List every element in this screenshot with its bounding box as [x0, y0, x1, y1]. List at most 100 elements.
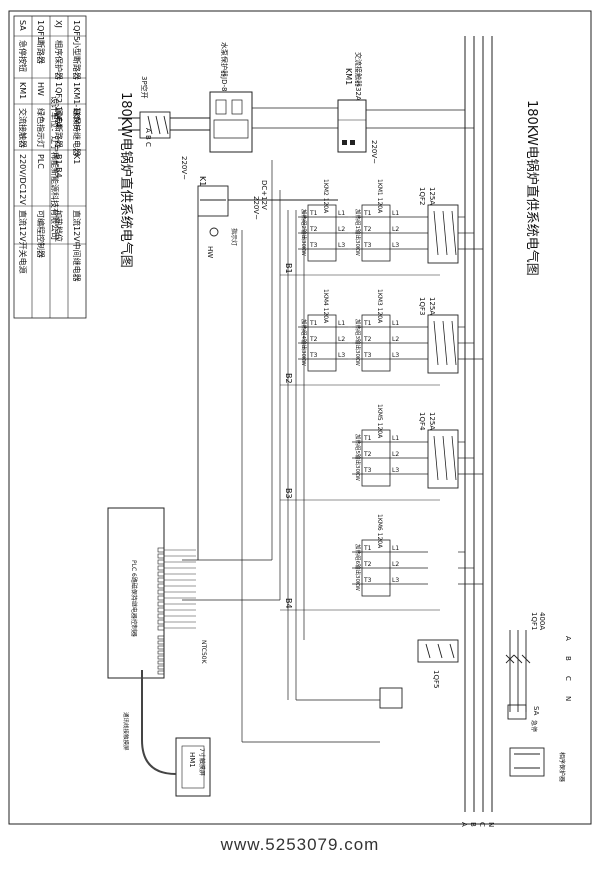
terminal-t: T2	[309, 336, 318, 343]
heater-output-label: 加热组5输出30KW	[354, 434, 362, 481]
title-right: 180KW电锅炉直供系统电气图	[524, 100, 540, 276]
breaker-pole	[442, 320, 448, 366]
plc-pin	[157, 640, 165, 645]
terminal-l: L2	[392, 226, 399, 233]
ntc-label: NTC50K	[200, 640, 207, 665]
terminal-t: T1	[309, 210, 318, 217]
sheet-border	[8, 10, 592, 825]
relay-label: 1KM6 120A	[376, 514, 383, 549]
hmi-touchscreen	[141, 670, 211, 797]
plc-pin	[157, 559, 165, 565]
breaker-pole	[433, 210, 439, 256]
pump-protector	[209, 91, 338, 153]
plc-pin	[157, 613, 165, 619]
km1-desc: 交流接触器32A	[354, 52, 363, 101]
3p-breaker	[118, 111, 210, 139]
breaker-label: 1QF4	[418, 412, 426, 431]
phase-label: B	[564, 656, 572, 661]
title-left: 180KW电锅炉直供系统电气图	[118, 92, 134, 268]
heat-level-label: B3	[284, 488, 293, 499]
plc-pin	[157, 577, 165, 583]
heat-level-label: B4	[284, 598, 293, 609]
watermark: www.5253079.com	[220, 835, 380, 854]
breaker-rating: 125A	[428, 412, 436, 430]
plc-pin	[157, 625, 165, 631]
qf1-main-breaker	[505, 630, 531, 712]
control-wires	[182, 160, 380, 743]
legend-name: 小型断路器	[72, 40, 82, 80]
terminal-l: L3	[392, 352, 399, 359]
terminal-t: T1	[363, 545, 372, 552]
terminal-t: T3	[363, 467, 372, 474]
plc-pin	[157, 655, 165, 660]
breaker-pole	[451, 320, 457, 366]
terminal-l: L2	[338, 226, 345, 233]
breaker-pole	[451, 210, 457, 256]
terminal-l: L2	[392, 451, 399, 458]
km1-contactor	[337, 99, 474, 153]
legend-name2: 漏电断路器	[54, 108, 64, 148]
hmi-label: HM1	[188, 752, 196, 768]
legend-code: XJ	[54, 20, 63, 28]
terminal-t: T3	[363, 242, 372, 249]
legend-code: 1QF5	[72, 20, 81, 41]
qf5-label: 1QF5	[432, 670, 440, 688]
heater-group	[280, 314, 483, 386]
heat-level-label: B2	[284, 373, 293, 384]
legend-name3: 加热档位	[54, 210, 64, 242]
plc-pin	[157, 635, 165, 640]
hw-label: HW	[206, 246, 214, 258]
terminal-t: T3	[363, 352, 372, 359]
plc-pin	[157, 660, 165, 665]
heat-level-label: B1	[284, 263, 293, 274]
heater-groups	[280, 204, 483, 611]
legend-code2: 1KM1-1KM6	[72, 82, 81, 130]
terminal-l: L2	[392, 336, 399, 343]
qf1-rating: 400A	[538, 612, 546, 630]
v220b-label: 220V~	[180, 156, 188, 180]
legend-code3: K1	[72, 154, 81, 164]
plc-pin	[157, 601, 165, 607]
breaker-block	[427, 314, 459, 374]
abc-label: A B C	[144, 128, 152, 147]
terminal-l: L1	[338, 320, 345, 327]
terminal-t: T1	[363, 435, 372, 442]
legend-code2: KM1	[18, 82, 27, 99]
terminal-t: T3	[309, 242, 318, 249]
legend-name: 断路器	[36, 40, 46, 64]
heater-output-label: 加热组2输出30KW	[300, 209, 308, 256]
heater-group	[280, 539, 483, 611]
terminal-l: L3	[392, 467, 399, 474]
terminal-l: L1	[392, 210, 399, 217]
busbar-label: A	[460, 822, 468, 827]
plc-pin	[157, 583, 165, 589]
breaker-pole	[442, 210, 448, 256]
legend-code2: HW	[36, 82, 45, 96]
switch-3p-label: 3P空开	[140, 76, 149, 99]
terminal-t: T1	[363, 320, 372, 327]
plc-pin	[157, 547, 165, 553]
v220-3-label: 220V~	[252, 196, 260, 220]
terminal-l: L3	[392, 577, 399, 584]
breaker-rating: 125A	[428, 297, 436, 315]
lamp-label: 指示灯	[230, 228, 238, 246]
legend-table	[13, 15, 87, 319]
terminal-l: L1	[392, 435, 399, 442]
plc-pin	[157, 650, 165, 655]
phase-protector-label: 相序保护器	[558, 752, 566, 782]
main-busbars	[464, 36, 493, 812]
text-layer: 180KW电锅炉直供系统电气图180KW电锅炉直供系统电气图设计单位：辽宁稀能新…	[18, 20, 572, 827]
terminal-t: T2	[363, 226, 372, 233]
terminal-t: T1	[363, 210, 372, 217]
km1-label: KM1	[344, 68, 353, 85]
heater-group	[280, 204, 483, 276]
legend-code2: 1QF2-1QF4	[54, 82, 63, 127]
busbar-label: N	[487, 822, 495, 827]
sa-and-phase-protector	[507, 704, 545, 777]
legend-name3: 直流12V中间继电器	[72, 210, 82, 282]
legend-name2: 磁保持继电器	[72, 108, 82, 156]
breaker-block	[427, 204, 459, 264]
breaker-pole	[442, 435, 448, 481]
terminal-t: T2	[363, 336, 372, 343]
